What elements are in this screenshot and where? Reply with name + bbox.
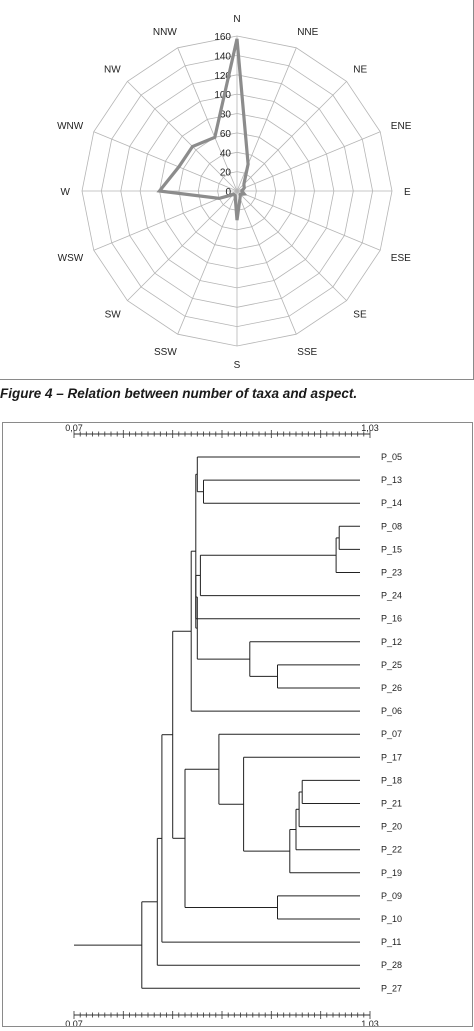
radar-direction-label: E (404, 187, 411, 198)
radar-spoke (236, 190, 297, 335)
radar-spoke (177, 190, 238, 335)
radar-spoke (236, 81, 347, 192)
radar-direction-label: WSW (58, 253, 84, 264)
radar-spoke (236, 131, 381, 192)
radar-tick-label: 160 (214, 32, 231, 43)
radar-spoke (236, 190, 347, 301)
radar-series-line (156, 38, 250, 221)
radar-tick-label: 20 (220, 168, 232, 179)
radar-tick-label: 0 (225, 187, 231, 198)
radar-spoke (93, 131, 238, 192)
radar-tick-label: 60 (220, 129, 232, 140)
leaf-label: P_27 (381, 983, 402, 993)
radar-direction-label: ESE (391, 253, 411, 264)
leaf-label: P_14 (381, 498, 402, 508)
scale-min-label: 0,07 (65, 423, 83, 433)
radar-direction-label: N (233, 14, 240, 25)
leaf-label: P_18 (381, 775, 402, 785)
leaf-label: P_11 (381, 937, 401, 947)
leaf-label: P_06 (381, 706, 402, 716)
leaf-label: P_16 (381, 614, 402, 624)
leaf-label: P_20 (381, 822, 402, 832)
leaf-label: P_23 (381, 568, 402, 578)
radar-direction-label: ENE (391, 121, 412, 132)
leaf-label: P_26 (381, 683, 402, 693)
radar-direction-label: NNE (297, 27, 318, 38)
radar-tick-label: 120 (214, 71, 231, 82)
radar-tick-label: 140 (214, 51, 231, 62)
leaf-label: P_09 (381, 891, 402, 901)
radar-direction-label: NNW (153, 27, 177, 38)
radar-chart-panel: N NNE NE ENE E ESE SE SSE S SSW SW WSW W WNW NW NNW 0 20 4… (0, 0, 474, 380)
leaf-label: P_08 (381, 521, 402, 531)
radar-spoke (127, 190, 238, 301)
radar-direction-label: SSE (297, 347, 317, 358)
radar-spoke (127, 81, 238, 192)
figure-caption: Figure 4 – Relation between number of ta… (0, 386, 358, 401)
radar-direction-label: W (61, 187, 71, 198)
leaf-label: P_24 (381, 591, 402, 601)
leaf-label: P_19 (381, 868, 402, 878)
leaf-label: P_13 (381, 475, 402, 485)
radar-direction-label: NE (353, 65, 367, 76)
radar-direction-label: S (234, 360, 241, 371)
leaf-label: P_17 (381, 752, 402, 762)
scale-max-label: 1,03 (361, 423, 379, 433)
leaf-label: P_15 (381, 544, 402, 554)
radar-chart: N NNE NE ENE E ESE SE SSE S SSW SW WSW W WNW NW NNW 0 20 4… (57, 14, 412, 371)
radar-direction-label: SW (105, 309, 122, 320)
leaf-label: P_25 (381, 660, 402, 670)
radar-tick-label: 40 (220, 148, 232, 159)
leaf-label: P_07 (381, 729, 402, 739)
radar-direction-label: SSW (154, 347, 177, 358)
radar-tick-label: 80 (220, 110, 232, 121)
radar-direction-label: SE (353, 309, 367, 320)
scale-max-label: 1,03 (361, 1019, 379, 1026)
leaf-label: P_21 (381, 799, 402, 809)
leaf-label: P_22 (381, 845, 402, 855)
leaf-label: P_10 (381, 914, 402, 924)
radar-direction-label: NW (104, 65, 121, 76)
leaf-label: P_05 (381, 452, 402, 462)
scale-min-label: 0,07 (65, 1019, 83, 1026)
radar-spoke (236, 190, 381, 251)
leaf-label: P_12 (381, 637, 402, 647)
radar-spoke (93, 190, 238, 251)
radar-spoke (177, 47, 238, 192)
radar-direction-label: WNW (57, 121, 84, 132)
leaf-label: P_28 (381, 960, 402, 970)
